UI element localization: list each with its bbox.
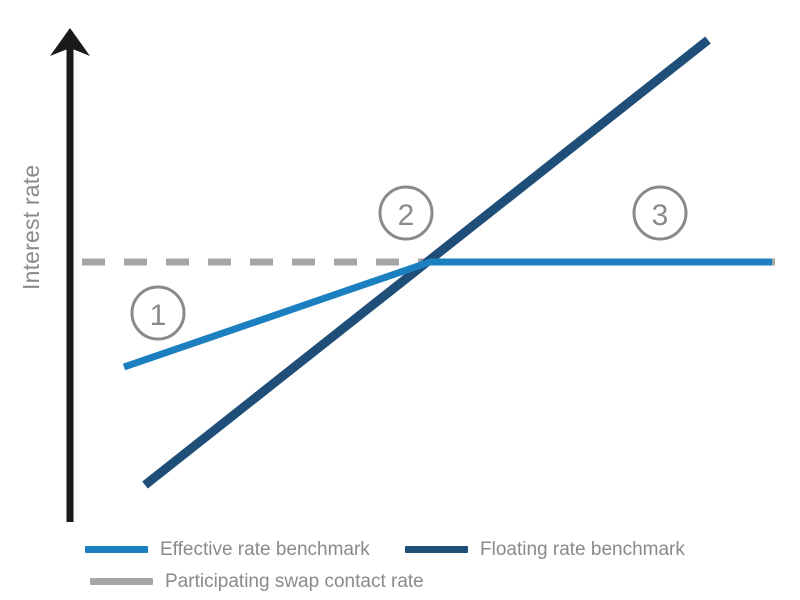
- legend-row-2: Participating swap contact rate: [0, 565, 800, 597]
- annotation-label-3: 3: [652, 199, 669, 232]
- legend-item-participating-swap-contact-rate[interactable]: Participating swap contact rate: [90, 565, 424, 597]
- chart-legend: Effective rate benchmark Floating rate b…: [0, 533, 800, 600]
- legend-row-1: Effective rate benchmark Floating rate b…: [0, 533, 800, 565]
- legend-label-effective: Effective rate benchmark: [160, 538, 370, 560]
- annotation-marker-1: 1: [130, 285, 186, 341]
- series-line-effective-rate-benchmark: [122, 258, 772, 371]
- y-axis: [50, 28, 90, 522]
- annotation-circle-2: [378, 185, 434, 241]
- legend-item-effective-rate-benchmark[interactable]: Effective rate benchmark: [85, 533, 370, 565]
- legend-swatch-icon-swap: [90, 577, 153, 585]
- legend-label-swap: Participating swap contact rate: [165, 570, 424, 592]
- annotation-circle-1: [130, 285, 186, 341]
- annotation-marker-2: 2: [378, 185, 434, 241]
- legend-swatch-icon-effective: [85, 545, 148, 553]
- legend-item-floating-rate-benchmark[interactable]: Floating rate benchmark: [405, 533, 685, 565]
- y-axis-title: Interest rate: [18, 164, 44, 290]
- annotation-label-2: 2: [398, 199, 415, 232]
- annotation-circle-3: [632, 185, 688, 241]
- y-axis-arrowhead: [50, 28, 90, 56]
- legend-label-floating: Floating rate benchmark: [480, 538, 685, 560]
- legend-swatch-icon-floating: [405, 545, 468, 553]
- annotation-label-1: 1: [150, 299, 167, 332]
- annotation-marker-3: 3: [632, 185, 688, 241]
